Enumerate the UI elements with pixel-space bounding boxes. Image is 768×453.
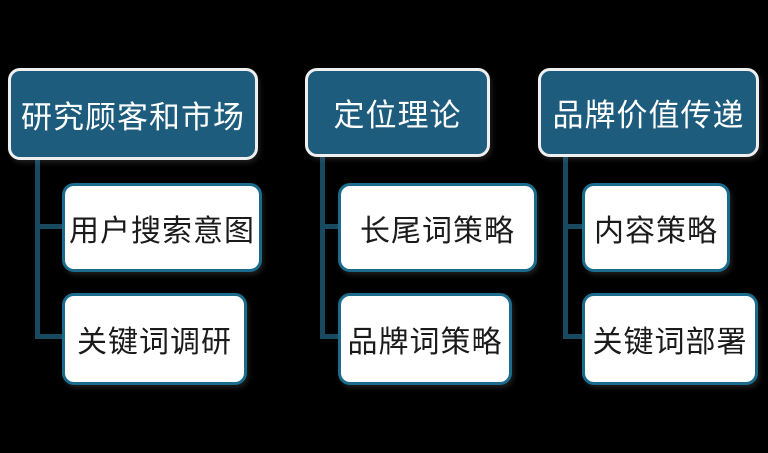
child-box-col2-2: 品牌词策略 <box>338 293 512 385</box>
connector-stub-col1-child2 <box>35 334 62 339</box>
header-box-col3: 品牌价值传递 <box>538 68 759 157</box>
connector-stub-col3-child1 <box>563 224 582 229</box>
child-box-col3-1: 内容策略 <box>582 183 730 272</box>
connector-stub-col2-child2 <box>320 334 338 339</box>
child-box-col3-2: 关键词部署 <box>582 293 758 385</box>
child-box-col2-1: 长尾词策略 <box>338 183 537 272</box>
child-box-col1-1: 用户搜索意图 <box>62 183 262 272</box>
header-box-col2: 定位理论 <box>305 68 490 157</box>
connector-stub-col2-child1 <box>320 224 338 229</box>
connector-stub-col1-child1 <box>35 224 62 229</box>
connector-vertical-col2 <box>320 155 325 339</box>
connector-vertical-col3 <box>563 155 568 339</box>
connector-stub-col3-child2 <box>563 334 582 339</box>
header-box-col1: 研究顾客和市场 <box>8 68 258 160</box>
child-box-col1-2: 关键词调研 <box>62 293 247 385</box>
connector-vertical-col1 <box>35 158 40 339</box>
